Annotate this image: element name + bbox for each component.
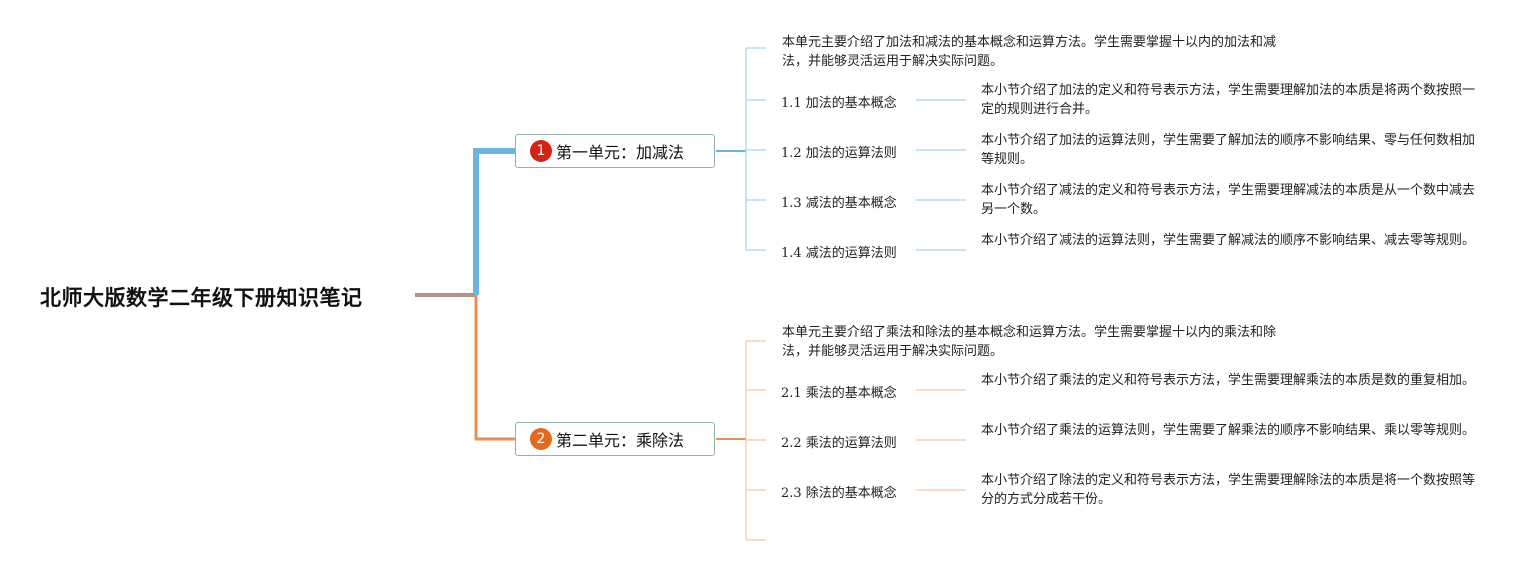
- unit2-summary[interactable]: 本单元主要介绍了乘法和除法的基本概念和运算方法。学生需要掌握十以内的乘法和除法，…: [782, 325, 1277, 359]
- unit1-number-badge: 1: [530, 140, 552, 162]
- unit1-section-2-detail[interactable]: 本小节介绍了加法的运算法则，学生需要了解加法的顺序不影响结果、零与任何数相加等规…: [981, 133, 1476, 167]
- unit1-trunk-line: [473, 148, 515, 295]
- unit1-title: 第一单元：加减法: [556, 143, 685, 162]
- unit1-branch-lines: [716, 47, 966, 251]
- unit2-topic[interactable]: 2 第二单元：乘除法: [515, 422, 715, 456]
- unit2-title: 第二单元：乘除法: [556, 431, 685, 450]
- unit1-section-1-detail[interactable]: 本小节介绍了加法的定义和符号表示方法，学生需要理解加法的本质是将两个数按照一定的…: [981, 83, 1476, 117]
- unit1-section-3-detail[interactable]: 本小节介绍了减法的定义和符号表示方法，学生需要理解减法的本质是从一个数中减去另一…: [981, 183, 1476, 217]
- unit1-topic[interactable]: 1 第一单元：加减法: [515, 134, 715, 168]
- unit2-number-badge: 2: [530, 428, 552, 450]
- unit1-section-4-label[interactable]: 1.4 减法的运算法则: [781, 246, 897, 261]
- unit2-section-2-label[interactable]: 2.2 乘法的运算法则: [781, 436, 897, 451]
- root-topic[interactable]: 北师大版数学二年级下册知识笔记: [40, 286, 363, 310]
- unit2-section-1-label[interactable]: 2.1 乘法的基本概念: [781, 386, 897, 401]
- unit1-section-1-label[interactable]: 1.1 加法的基本概念: [781, 96, 897, 111]
- unit1-summary[interactable]: 本单元主要介绍了加法和减法的基本概念和运算方法。学生需要掌握十以内的加法和减法，…: [782, 35, 1277, 69]
- unit1-section-4-detail[interactable]: 本小节介绍了减法的运算法则，学生需要了解减法的顺序不影响结果、减去零等规则。: [981, 233, 1476, 248]
- unit1-section-2-label[interactable]: 1.2 加法的运算法则: [781, 146, 897, 161]
- unit2-section-3-label[interactable]: 2.3 除法的基本概念: [781, 486, 897, 501]
- unit1-section-3-label[interactable]: 1.3 减法的基本概念: [781, 196, 897, 211]
- unit2-trunk-line: [474, 295, 515, 441]
- unit2-branch-lines: [716, 340, 966, 541]
- unit2-section-3-detail[interactable]: 本小节介绍了除法的定义和符号表示方法，学生需要理解除法的本质是将一个数按照等分的…: [981, 473, 1476, 507]
- unit2-section-2-detail[interactable]: 本小节介绍了乘法的运算法则，学生需要了解乘法的顺序不影响结果、乘以零等规则。: [981, 423, 1476, 438]
- unit2-section-1-detail[interactable]: 本小节介绍了乘法的定义和符号表示方法，学生需要理解乘法的本质是数的重复相加。: [981, 373, 1476, 388]
